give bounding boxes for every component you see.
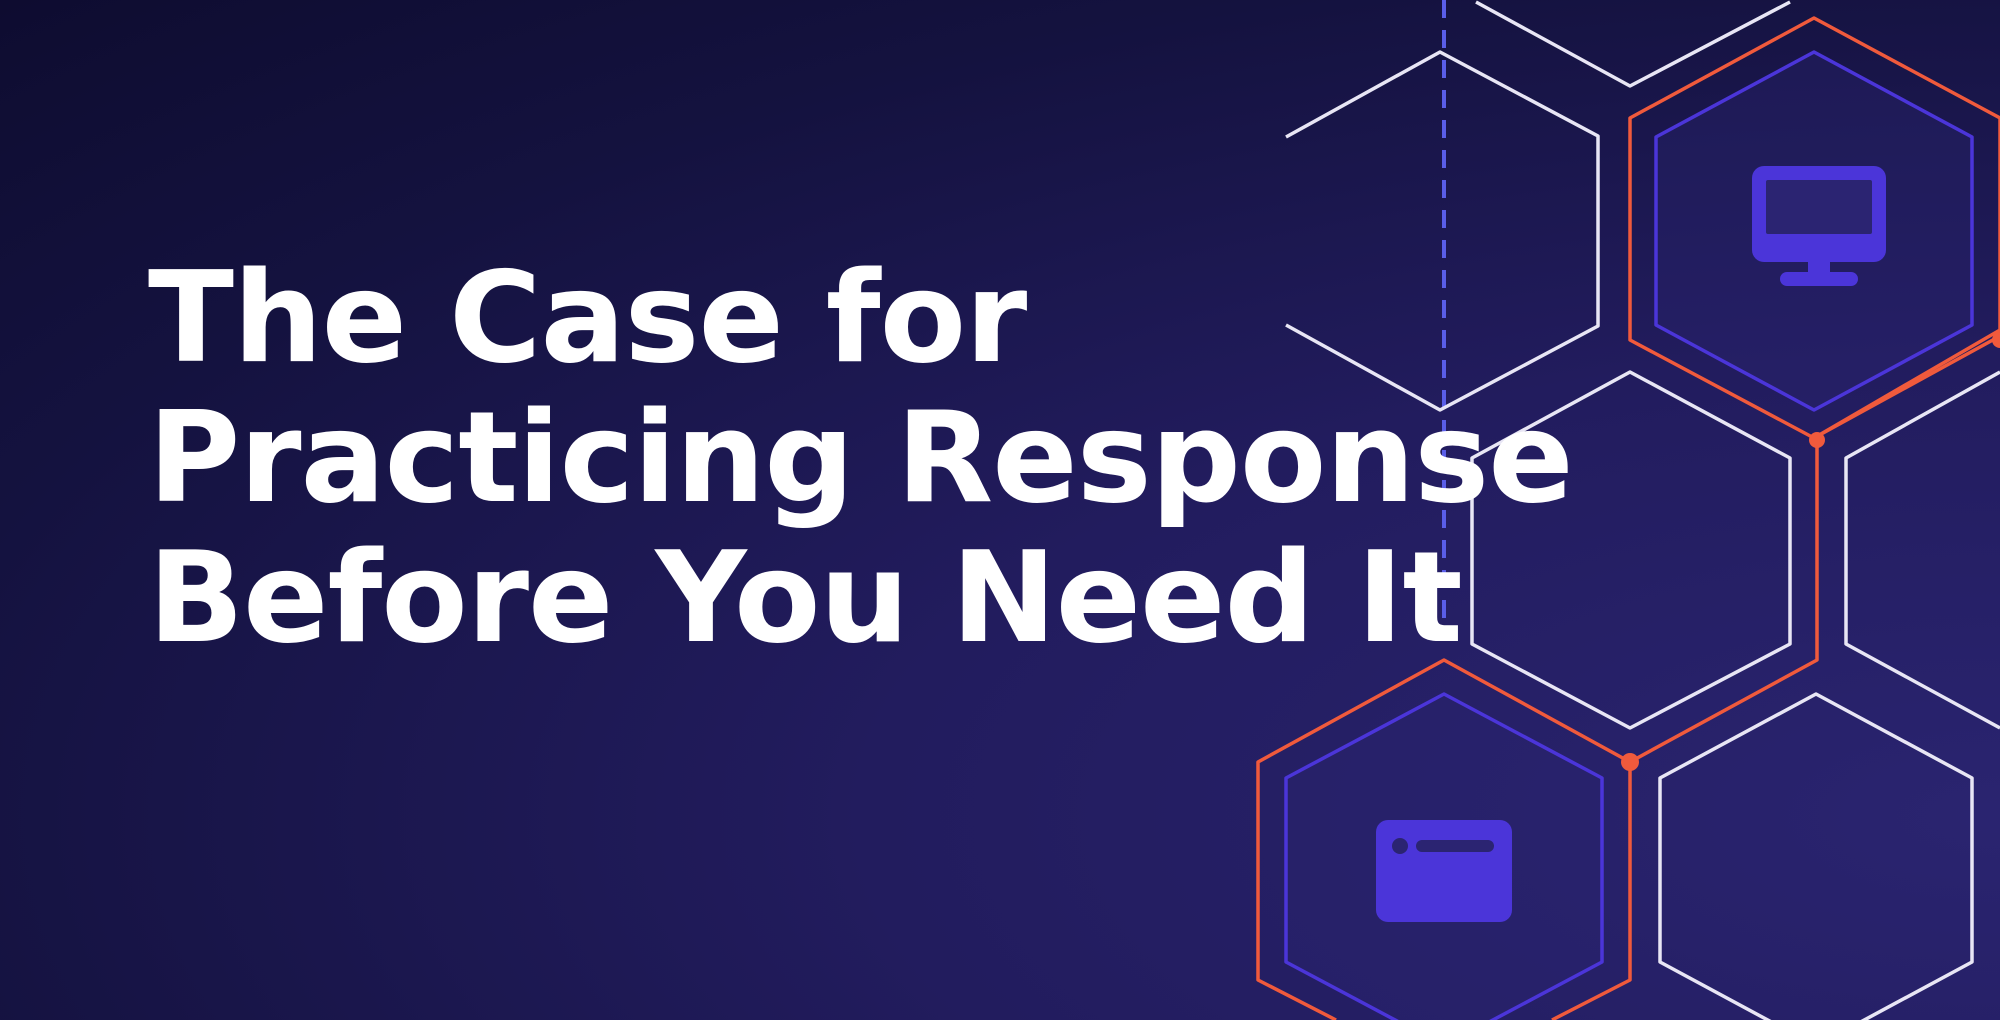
connector-node: [1992, 332, 2000, 348]
monitor-icon: [1752, 166, 1886, 286]
connector-orange-middle: [1629, 440, 1819, 764]
hexagon-outline-top-partial: [1475, 0, 1791, 88]
hexagon-orange-bottom-left-right-edge: [1551, 762, 1632, 1020]
page-title: The Case for Practicing Response Before …: [148, 244, 1574, 671]
connector-orange-right: [1813, 334, 2000, 440]
browser-window-icon: [1376, 820, 1512, 922]
title-line-1: The Case for: [148, 244, 1027, 391]
hexagon-outline-right-partial: [1844, 370, 2000, 730]
hexagon-outline-bottom-right: [1658, 692, 1974, 1020]
hexagon-outline-upper-left: [1285, 50, 1600, 412]
hexagon-outline-middle: [1470, 370, 1792, 730]
title-line-2: Practicing Response: [148, 384, 1574, 531]
title-line-3: Before You Need It: [148, 524, 1463, 671]
hexagon-orange-bottom-left: [1256, 658, 1631, 1020]
